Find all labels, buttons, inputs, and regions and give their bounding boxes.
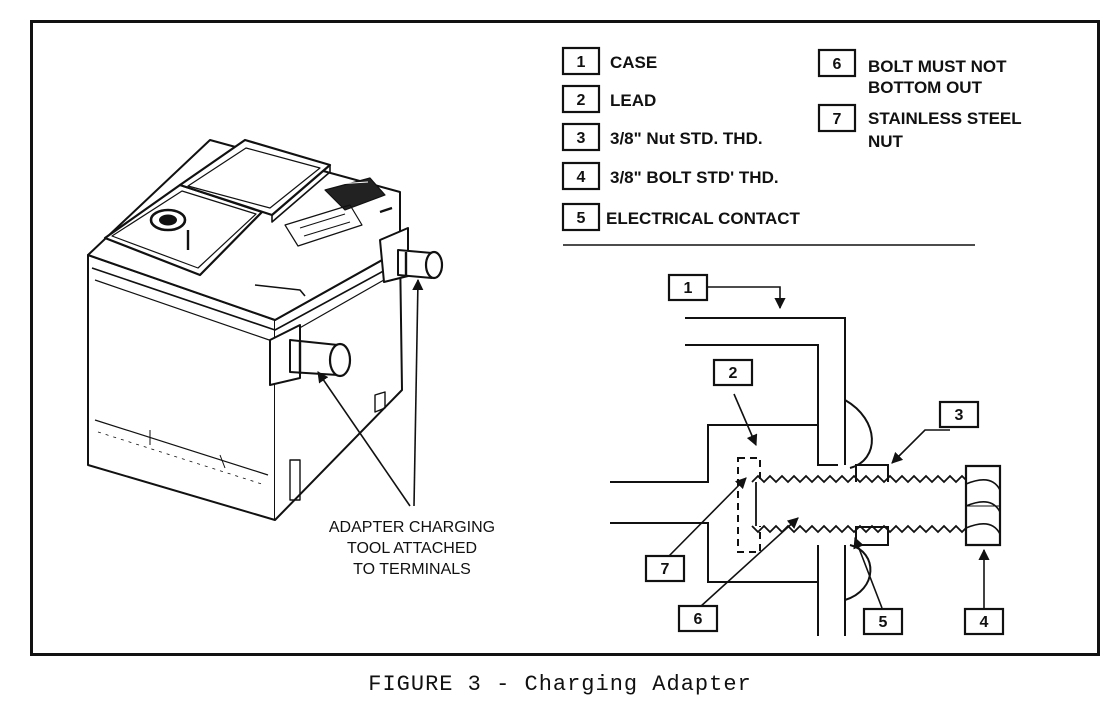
bolt-head-facet bbox=[965, 500, 1001, 513]
legend-text-line1: STAINLESS STEEL bbox=[868, 109, 1022, 128]
callout-box-7: 7 bbox=[644, 554, 686, 583]
stainless-steel-nut bbox=[737, 457, 761, 553]
vent-cap-center bbox=[159, 214, 177, 226]
figure-frame bbox=[30, 20, 1100, 656]
battery-lip bbox=[254, 284, 306, 297]
figure-caption: FIGURE 3 - Charging Adapter bbox=[368, 672, 752, 697]
lead-upper bbox=[610, 424, 818, 483]
nut-lower bbox=[855, 526, 889, 546]
legend-number-box bbox=[817, 103, 857, 133]
lead-lower bbox=[610, 522, 818, 583]
legend-text-line2: BOTTOM OUT bbox=[868, 78, 983, 97]
legend-item-case: 1 CASE bbox=[561, 46, 657, 76]
label-text-line bbox=[335, 181, 369, 185]
label-panel bbox=[284, 204, 363, 247]
legend-text-line2: NUT bbox=[868, 132, 904, 151]
legend-item-nut: 3 3/8" Nut STD. THD. bbox=[561, 122, 763, 152]
legend-text: CASE bbox=[610, 53, 657, 72]
legend-item-lead: 2 LEAD bbox=[561, 84, 656, 114]
leader-lead bbox=[733, 393, 758, 447]
callout-arrow-rear-terminal bbox=[412, 278, 424, 507]
callout-box-3: 3 bbox=[938, 400, 980, 429]
legend-item-electrical-contact: 5 ELECTRICAL CONTACT bbox=[561, 202, 801, 232]
legend-text-line1: BOLT MUST NOT bbox=[868, 57, 1007, 76]
case-wall-inner bbox=[685, 344, 838, 466]
callout-line1: ADAPTER CHARGING bbox=[329, 519, 495, 536]
legend-text: 3/8" BOLT STD' THD. bbox=[610, 168, 779, 187]
legend-item-stainless-steel-nut: 7 STAINLESS STEEL NUT bbox=[817, 103, 1022, 151]
callout-box-6: 6 bbox=[677, 604, 719, 633]
legend-text: LEAD bbox=[610, 91, 656, 110]
case-wall-outer bbox=[685, 317, 846, 465]
legend-number: 5 bbox=[577, 210, 586, 227]
callout-number: 2 bbox=[729, 365, 738, 382]
leader-nut bbox=[891, 429, 950, 464]
battery-notch bbox=[219, 454, 226, 469]
legend-number-box bbox=[561, 202, 601, 232]
battery-foot bbox=[374, 391, 386, 413]
left-cover-inner bbox=[111, 190, 257, 269]
label-mark bbox=[379, 206, 393, 214]
callout-number: 7 bbox=[661, 561, 670, 578]
rear-adapter-cap bbox=[424, 250, 444, 280]
legend-number-box bbox=[561, 122, 601, 152]
callout-box-4: 4 bbox=[963, 607, 1005, 636]
legend-number: 4 bbox=[577, 169, 586, 186]
bolt-head-facet bbox=[965, 478, 1001, 491]
battery-seam-dashes bbox=[97, 431, 266, 486]
battery-illustration bbox=[87, 138, 444, 521]
legend-number: 3 bbox=[577, 130, 586, 147]
leader-case bbox=[708, 286, 786, 310]
legend-number: 2 bbox=[577, 92, 586, 109]
legend-number-box bbox=[817, 48, 857, 78]
leader-bolt-must-not-bottom-out bbox=[699, 517, 799, 608]
bolt-head-facet bbox=[965, 522, 1001, 535]
right-cover-edge bbox=[271, 165, 331, 223]
legend-item-bolt: 4 3/8" BOLT STD' THD. bbox=[561, 161, 779, 191]
legend: 1 CASE 2 LEAD 3 3/8" Nut STD. THD. 4 3/8… bbox=[561, 46, 1022, 246]
callout-box-5: 5 bbox=[862, 607, 904, 636]
bolt-thread-top bbox=[751, 474, 993, 484]
leader-stainless-steel-nut bbox=[667, 477, 747, 558]
cross-section bbox=[610, 286, 1002, 636]
legend-number-box bbox=[561, 46, 601, 76]
label-text-line bbox=[299, 213, 346, 229]
callout-number: 6 bbox=[694, 611, 703, 628]
callout-arrow-front-terminal bbox=[317, 371, 411, 507]
front-adapter-cap bbox=[328, 342, 352, 378]
legend-number: 6 bbox=[833, 56, 842, 73]
legend-number: 7 bbox=[833, 111, 842, 128]
callout-number: 5 bbox=[879, 614, 888, 631]
callout-number: 3 bbox=[955, 407, 964, 424]
callout-number: 4 bbox=[980, 614, 989, 631]
legend-number-box bbox=[561, 161, 601, 191]
bolt-shaft-fill bbox=[756, 482, 966, 526]
legend-number-box bbox=[561, 84, 601, 114]
leader-electrical-contact bbox=[853, 536, 883, 609]
legend-number: 1 bbox=[577, 54, 586, 71]
battery-rim bbox=[91, 261, 401, 331]
callout-box-1: 1 bbox=[667, 273, 709, 302]
legend-text: ELECTRICAL CONTACT bbox=[606, 209, 801, 228]
callout-line3: TO TERMINALS bbox=[353, 561, 471, 578]
contact-lower bbox=[844, 544, 872, 601]
bolt-thread-bottom bbox=[751, 524, 993, 534]
battery-seam-line bbox=[94, 419, 269, 476]
legend-item-bolt-must-not-bottom-out: 6 BOLT MUST NOT BOTTOM OUT bbox=[817, 48, 1007, 97]
callout-box-2: 2 bbox=[712, 358, 754, 387]
callout-number: 1 bbox=[684, 280, 693, 297]
label-panel-dark bbox=[324, 177, 386, 211]
battery-callout: ADAPTER CHARGING TOOL ATTACHED TO TERMIN… bbox=[329, 519, 495, 578]
right-cover-inner bbox=[187, 147, 321, 209]
callout-line2: TOOL ATTACHED bbox=[347, 540, 477, 557]
battery-foot bbox=[289, 459, 301, 501]
legend-text: 3/8" Nut STD. THD. bbox=[610, 129, 763, 148]
label-text-line bbox=[303, 221, 351, 237]
contact-upper bbox=[844, 399, 873, 469]
